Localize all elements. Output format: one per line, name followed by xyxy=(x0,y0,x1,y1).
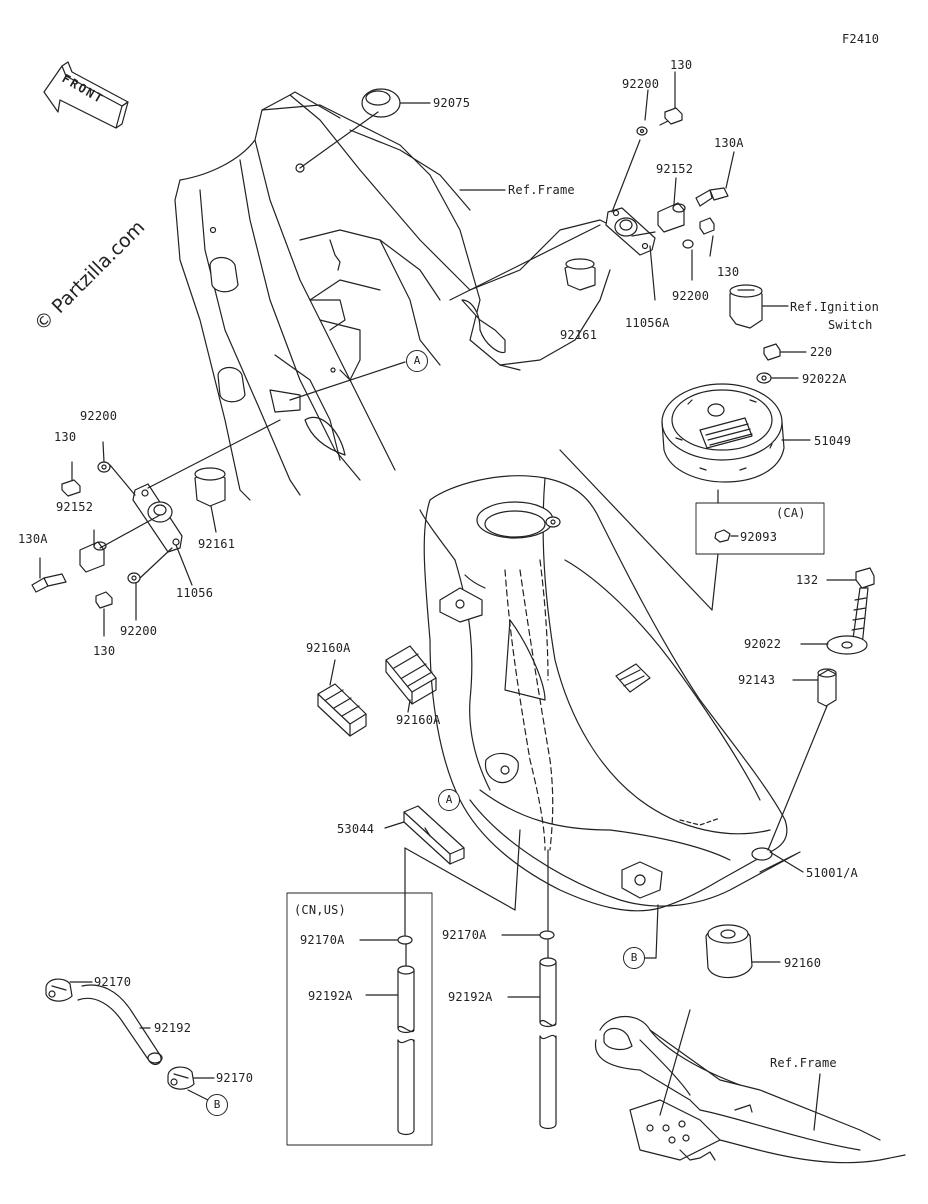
label-92192: 92192 xyxy=(154,1021,192,1035)
label-130-left2: 130 xyxy=(93,644,116,658)
frame-lower xyxy=(595,1017,905,1163)
front-arrow-icon xyxy=(44,62,128,128)
label-92143: 92143 xyxy=(738,673,776,687)
ref-frame-bottom-label: Ref.Frame xyxy=(770,1056,837,1070)
label-51001A: 51001/A xyxy=(806,866,858,880)
label-53044: 53044 xyxy=(337,822,375,836)
ref-circle-b-hose: B xyxy=(206,1094,228,1116)
mount-top-right xyxy=(565,108,728,290)
ref-frame-top-label: Ref.Frame xyxy=(508,183,575,197)
part-92093-nut xyxy=(715,530,730,542)
label-92152-left: 92152 xyxy=(56,500,94,514)
label-92170-a: 92170 xyxy=(94,975,132,989)
label-130A-left: 130A xyxy=(18,532,48,546)
mount-left xyxy=(32,462,225,608)
part-92075-cap xyxy=(362,89,400,117)
ignition-switch-part xyxy=(730,285,762,328)
frame-upper xyxy=(175,92,610,500)
screw-220 xyxy=(764,344,780,360)
label-92160: 92160 xyxy=(784,956,822,970)
hose-92192A-mid xyxy=(540,931,556,1129)
washer-92022A xyxy=(757,373,771,383)
label-92022A: 92022A xyxy=(802,372,847,386)
label-92192A-box: 92192A xyxy=(308,989,353,1003)
label-92170A-box: 92170A xyxy=(300,933,345,947)
label-92093: 92093 xyxy=(740,530,778,544)
ca-box xyxy=(696,503,824,554)
label-130-top2: 130 xyxy=(717,265,740,279)
label-11056: 11056 xyxy=(176,586,214,600)
label-130-top: 130 xyxy=(670,58,693,72)
diagram-code: F2410 xyxy=(842,32,880,46)
label-92192A-mid: 92192A xyxy=(448,990,493,1004)
label-92170A-mid: 92170A xyxy=(442,928,487,942)
ref-circle-b-tank: B xyxy=(623,947,645,969)
label-11056A: 11056A xyxy=(625,316,670,330)
label-92200-top2: 92200 xyxy=(672,289,710,303)
ref-circle-a-tank: A xyxy=(438,789,460,811)
label-92200-left2: 92200 xyxy=(120,624,158,638)
label-92160A-1: 92160A xyxy=(306,641,351,655)
ref-circle-a-top: A xyxy=(406,350,428,372)
pad-92160A-1 xyxy=(318,684,366,736)
label-51049: 51049 xyxy=(814,434,852,448)
fuel-cap-51049 xyxy=(662,384,784,482)
pad-92160A-2 xyxy=(386,646,436,704)
clamp-92170-b xyxy=(168,1067,194,1089)
label-92160A-2: 92160A xyxy=(396,713,441,727)
washer-92022 xyxy=(827,636,867,654)
ref-ignition-label-2: Switch xyxy=(828,318,873,332)
label-130-left: 130 xyxy=(54,430,77,444)
label-132: 132 xyxy=(796,573,819,587)
hose-92192 xyxy=(78,985,162,1064)
strip-53044 xyxy=(404,806,464,864)
label-92075: 92075 xyxy=(433,96,471,110)
label-92200-left: 92200 xyxy=(80,409,118,423)
label-92161-left: 92161 xyxy=(198,537,236,551)
ca-region-label: (CA) xyxy=(776,506,806,520)
label-92170-b: 92170 xyxy=(216,1071,254,1085)
grommet-92160 xyxy=(706,925,752,978)
collar-92143 xyxy=(818,669,836,706)
fuel-tank-51001 xyxy=(420,476,800,911)
clamp-92170-a xyxy=(46,979,72,1001)
label-130A-top: 130A xyxy=(714,136,744,150)
cn-us-region-label: (CN,US) xyxy=(294,903,346,917)
label-92022: 92022 xyxy=(744,637,782,651)
hose-92192A-box xyxy=(398,936,414,1135)
label-92200-top: 92200 xyxy=(622,77,660,91)
cn-us-box xyxy=(287,893,432,1145)
label-92161-top: 92161 xyxy=(560,328,598,342)
label-220: 220 xyxy=(810,345,833,359)
ref-ignition-label-1: Ref.Ignition xyxy=(790,300,880,314)
label-92152-top: 92152 xyxy=(656,162,694,176)
